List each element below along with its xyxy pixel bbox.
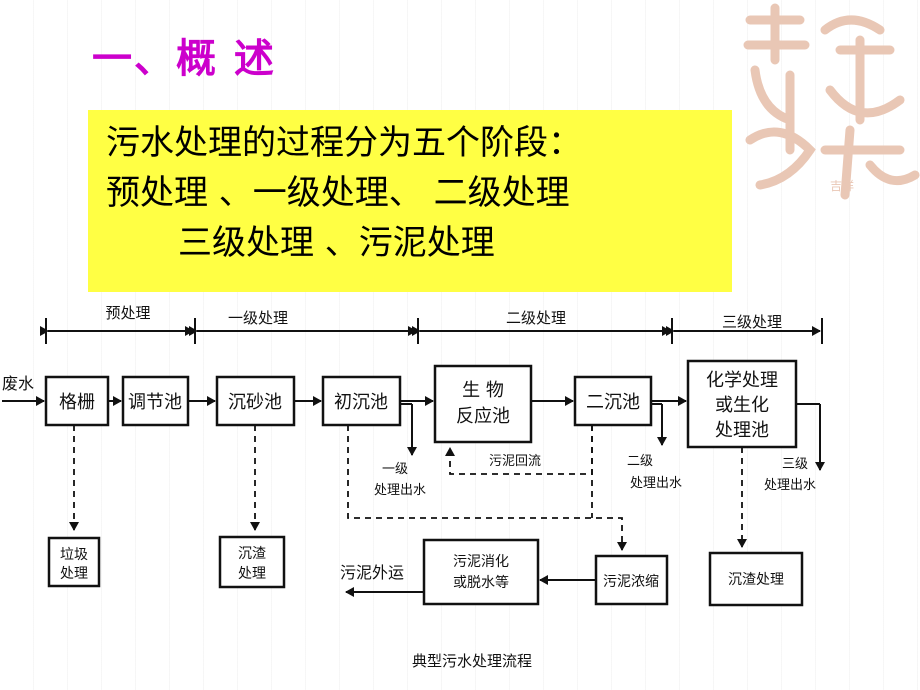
box-regulate bbox=[121, 375, 190, 427]
diagram-caption: 典型污水处理流程 bbox=[412, 652, 532, 670]
box-garbage-label-2: 处理 bbox=[60, 566, 88, 582]
box-sediment3 bbox=[708, 551, 804, 607]
box-garbage-label-1: 垃圾 bbox=[60, 547, 88, 563]
box-sediment-label-1: 沉渣 bbox=[238, 546, 266, 562]
flow-diagram: 预处理 一级处理 二级处理 三级处理 格栅 调节池 沉砂池 初沉池 生 物 反应… bbox=[2, 304, 825, 670]
main-flow-arrows bbox=[2, 396, 825, 597]
box-primary-label: 初沉池 bbox=[334, 392, 388, 413]
box-sediment3-label: 沉渣处理 bbox=[728, 572, 784, 588]
stages-callout: 污水处理的过程分为五个阶段： 预处理 、一级处理、 二级处理 三级处理 、污泥处… bbox=[88, 110, 732, 292]
box-thicken bbox=[594, 554, 669, 606]
box-chem-label-3: 处理池 bbox=[715, 420, 769, 441]
stage-tertiary: 三级处理 bbox=[722, 313, 782, 331]
box-sediment bbox=[218, 535, 286, 589]
box-grille bbox=[44, 375, 110, 427]
box-garbage bbox=[47, 536, 101, 588]
outflow-2-label-1: 二级 bbox=[627, 454, 653, 469]
box-digest-label-2: 或脱水等 bbox=[453, 574, 509, 591]
stamp-text: 吉祥 bbox=[830, 179, 854, 193]
box-bio bbox=[433, 364, 533, 444]
inflow-label: 废水 bbox=[2, 374, 34, 393]
box-digest bbox=[422, 538, 540, 606]
box-chem-label-2: 或生化 bbox=[715, 395, 769, 416]
box-regulate-label: 调节池 bbox=[128, 392, 182, 413]
stage-primary: 一级处理 bbox=[228, 309, 288, 327]
stage-pre: 预处理 bbox=[105, 304, 150, 322]
box-thicken-label: 污泥浓缩 bbox=[603, 574, 659, 590]
outflow-1-label-2: 处理出水 bbox=[374, 483, 426, 498]
box-secondary bbox=[573, 375, 653, 427]
box-grit-label: 沉砂池 bbox=[228, 392, 282, 413]
box-primary bbox=[321, 375, 402, 427]
outflow-3-label-1: 三级 bbox=[782, 457, 808, 472]
stage-bar bbox=[40, 318, 823, 344]
box-digest-label-1: 污泥消化 bbox=[453, 554, 509, 570]
callout-line-1: 污水处理的过程分为五个阶段： bbox=[106, 123, 582, 163]
slide-heading: 一、概 述 bbox=[92, 36, 276, 82]
box-sediment-label-2: 处理 bbox=[238, 566, 266, 582]
box-secondary-label: 二沉池 bbox=[586, 392, 640, 413]
outflow-3-label-2: 处理出水 bbox=[764, 478, 816, 493]
box-chem-label-1: 化学处理 bbox=[706, 370, 778, 391]
outflow-1-label-1: 一级 bbox=[382, 462, 408, 477]
sludge-out-label: 污泥外运 bbox=[340, 563, 404, 582]
callout-line-3: 三级处理 、污泥处理 bbox=[178, 223, 495, 263]
box-grille-label: 格栅 bbox=[59, 392, 95, 413]
callout-line-2: 预处理 、一级处理、 二级处理 bbox=[106, 173, 570, 213]
box-bio-label-1: 生 物 bbox=[462, 380, 504, 401]
decorative-stamp: 吉祥 bbox=[743, 3, 920, 200]
box-bio-label-2: 反应池 bbox=[456, 406, 510, 427]
sludge-lines bbox=[69, 425, 747, 551]
outflow-2-label-2: 处理出水 bbox=[630, 476, 682, 491]
return-sludge-label: 污泥回流 bbox=[489, 454, 541, 469]
stage-secondary: 二级处理 bbox=[506, 309, 566, 327]
